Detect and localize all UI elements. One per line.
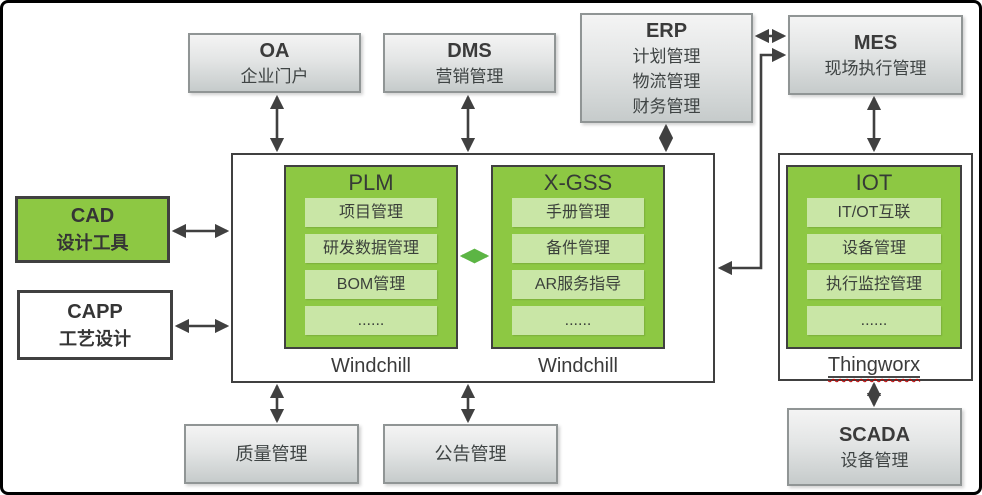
- xgss-module: X-GSS 手册管理 备件管理 AR服务指导 ......: [491, 165, 665, 349]
- plm-item: 项目管理: [305, 198, 437, 227]
- capp-box: CAPP 工艺设计: [17, 290, 173, 360]
- erp-line: 物流管理: [632, 71, 701, 91]
- xgss-platform-label: Windchill: [537, 355, 619, 377]
- oa-box: OA 企业门户: [188, 33, 361, 93]
- scada-title: SCADA: [838, 423, 911, 446]
- xgss-item: AR服务指导: [512, 270, 644, 299]
- erp-line: 财务管理: [632, 96, 701, 116]
- plm-item: BOM管理: [305, 270, 437, 299]
- erp-title: ERP: [645, 19, 688, 42]
- oa-title: OA: [259, 39, 290, 62]
- iot-item: ......: [807, 306, 941, 335]
- xgss-item: ......: [512, 306, 644, 335]
- capp-title: CAPP: [67, 300, 123, 323]
- notice-box: 公告管理: [383, 424, 558, 484]
- plm-platform-label: Windchill: [330, 355, 412, 377]
- mes-subtitle: 现场执行管理: [824, 58, 927, 78]
- iot-platform-text: Thingworx: [827, 354, 921, 378]
- mes-title: MES: [853, 31, 898, 54]
- notice-label: 公告管理: [434, 443, 507, 464]
- oa-subtitle: 企业门户: [240, 66, 309, 86]
- xgss-item: 备件管理: [512, 234, 644, 263]
- iot-module: IOT IT/OT互联 设备管理 执行监控管理 ......: [786, 165, 962, 349]
- xgss-title: X-GSS: [543, 170, 613, 195]
- capp-subtitle: 工艺设计: [59, 328, 131, 349]
- dms-subtitle: 营销管理: [435, 66, 504, 86]
- cad-box: CAD 设计工具: [15, 196, 170, 263]
- dms-box: DMS 营销管理: [383, 33, 556, 93]
- cad-subtitle: 设计工具: [56, 233, 129, 253]
- erp-line: 计划管理: [632, 46, 701, 66]
- iot-platform-label: Thingworx: [786, 353, 962, 378]
- plm-title: PLM: [348, 170, 394, 195]
- dms-title: DMS: [447, 39, 492, 62]
- scada-box: SCADA 设备管理: [787, 408, 962, 486]
- plm-item: 研发数据管理: [305, 234, 437, 263]
- plm-module: PLM 项目管理 研发数据管理 BOM管理 ......: [284, 165, 458, 349]
- quality-box: 质量管理: [184, 424, 359, 484]
- erp-box: ERP 计划管理 物流管理 财务管理: [580, 13, 753, 123]
- plm-item: ......: [305, 306, 437, 335]
- mes-box: MES 现场执行管理: [788, 15, 963, 95]
- iot-item: 执行监控管理: [807, 270, 941, 299]
- quality-label: 质量管理: [235, 443, 308, 464]
- iot-title: IOT: [855, 170, 893, 195]
- xgss-item: 手册管理: [512, 198, 644, 227]
- iot-item: IT/OT互联: [807, 198, 941, 227]
- scada-subtitle: 设备管理: [840, 450, 909, 470]
- cad-title: CAD: [70, 205, 115, 227]
- iot-item: 设备管理: [807, 234, 941, 263]
